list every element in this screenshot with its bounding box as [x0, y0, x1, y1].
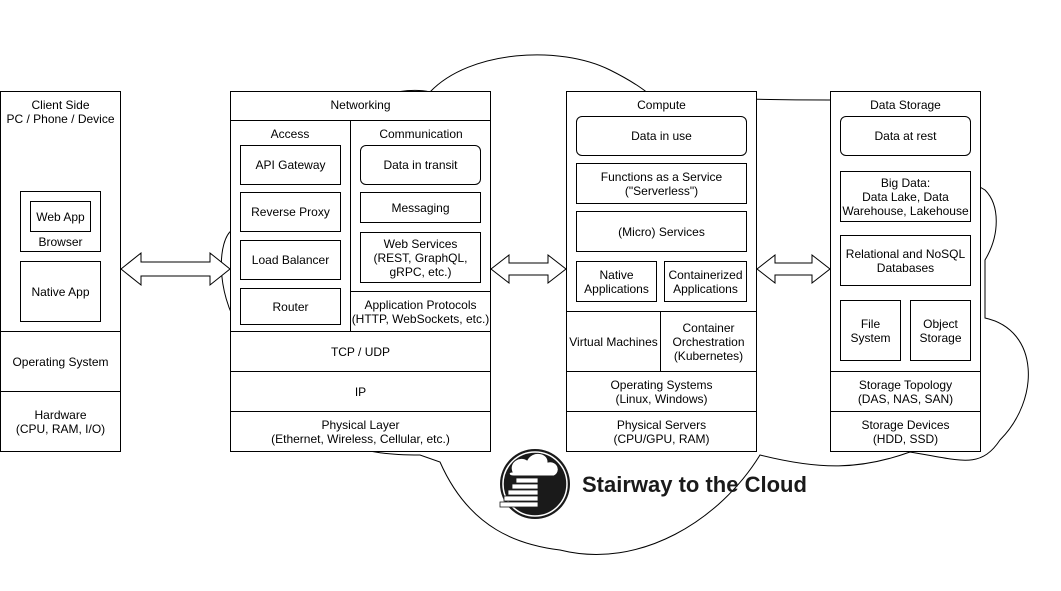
- load-balancer-box: Load Balancer: [240, 240, 341, 280]
- browser-label: Browser: [38, 235, 83, 249]
- faas-box: Functions as a Service ("Serverless"): [576, 163, 747, 204]
- relational-nosql-box: Relational and NoSQL Databases: [840, 235, 971, 286]
- networking-column-divider: [350, 120, 351, 332]
- ip-layer: IP: [230, 371, 491, 412]
- physical-layer: Physical Layer (Ethernet, Wireless, Cell…: [230, 411, 491, 452]
- double-arrow-networking-compute: [490, 253, 567, 285]
- client-os-layer: Operating System: [0, 331, 121, 392]
- native-app-box: Native App: [20, 261, 101, 322]
- physical-servers-layer: Physical Servers (CPU/GPU, RAM): [566, 411, 757, 452]
- compute-title: Compute: [637, 98, 686, 112]
- access-title: Access: [270, 127, 310, 141]
- double-arrow-client-networking: [120, 251, 231, 287]
- reverse-proxy-box: Reverse Proxy: [240, 192, 341, 232]
- cloud-stairs-icon: [499, 449, 570, 519]
- object-storage-box: Object Storage: [910, 300, 971, 361]
- brand-title: Stairway to the Cloud: [582, 472, 807, 497]
- api-gateway-box: API Gateway: [240, 145, 341, 185]
- messaging-box: Messaging: [360, 192, 481, 223]
- data-in-transit-box: Data in transit: [360, 145, 481, 185]
- file-system-box: File System: [840, 300, 901, 361]
- networking-title-divider: [230, 120, 491, 121]
- client-side-title: Client Side PC / Phone / Device: [6, 98, 115, 126]
- client-hardware-layer: Hardware (CPU, RAM, I/O): [0, 391, 121, 452]
- web-services-box: Web Services (REST, GraphQL, gRPC, etc.): [360, 232, 481, 283]
- router-box: Router: [240, 288, 341, 325]
- double-arrow-compute-storage: [756, 253, 831, 285]
- data-in-use-box: Data in use: [576, 116, 747, 156]
- native-applications-box: Native Applications: [576, 261, 657, 302]
- container-orchestration-layer: Container Orchestration (Kubernetes): [660, 311, 757, 372]
- big-data-box: Big Data: Data Lake, Data Warehouse, Lak…: [840, 171, 971, 222]
- virtual-machines-layer: Virtual Machines: [566, 311, 661, 372]
- data-storage-title: Data Storage: [870, 98, 941, 112]
- tcp-udp-layer: TCP / UDP: [230, 331, 491, 372]
- micro-services-box: (Micro) Services: [576, 211, 747, 252]
- storage-devices-layer: Storage Devices (HDD, SSD): [830, 411, 981, 452]
- compute-os-layer: Operating Systems (Linux, Windows): [566, 371, 757, 412]
- data-at-rest-box: Data at rest: [840, 116, 971, 156]
- communication-title: Communication: [379, 127, 463, 141]
- application-protocols-layer: Application Protocols (HTTP, WebSockets,…: [350, 291, 491, 332]
- storage-topology-layer: Storage Topology (DAS, NAS, SAN): [830, 371, 981, 412]
- networking-title: Networking: [330, 98, 391, 112]
- web-app-box: Web App: [30, 201, 91, 232]
- containerized-applications-box: Containerized Applications: [664, 261, 747, 302]
